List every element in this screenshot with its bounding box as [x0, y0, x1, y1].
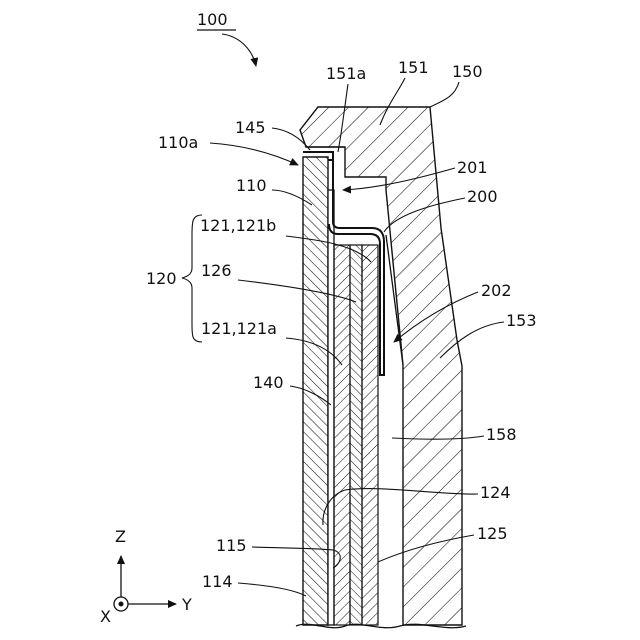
- svg-text:151: 151: [398, 58, 429, 77]
- svg-text:140: 140: [253, 373, 284, 392]
- label-110: 110: [236, 176, 312, 205]
- svg-text:110: 110: [236, 176, 267, 195]
- svg-text:121,121a: 121,121a: [201, 319, 277, 338]
- svg-text:100: 100: [197, 10, 228, 29]
- label-150: 150: [430, 62, 483, 107]
- svg-text:153: 153: [506, 311, 537, 330]
- label-110a: 110a: [158, 133, 298, 165]
- svg-text:115: 115: [216, 536, 247, 555]
- svg-text:151a: 151a: [326, 64, 366, 83]
- svg-text:150: 150: [452, 62, 483, 81]
- svg-text:200: 200: [467, 187, 498, 206]
- svg-text:124: 124: [480, 483, 511, 502]
- layer-140: [328, 190, 334, 625]
- front-panel-110: [303, 157, 328, 625]
- svg-text:201: 201: [457, 158, 488, 177]
- axis-z-label: Z: [115, 527, 126, 546]
- label-120-brace: 120: [146, 215, 202, 342]
- svg-text:126: 126: [201, 261, 232, 280]
- panel-121a: [334, 245, 350, 625]
- svg-text:202: 202: [481, 281, 512, 300]
- svg-text:121,121b: 121,121b: [200, 216, 276, 235]
- axis-y-label: Y: [181, 595, 192, 614]
- svg-text:110a: 110a: [158, 133, 198, 152]
- label-145: 145: [235, 118, 310, 150]
- panel-121b: [362, 245, 378, 625]
- figure-title: 100: [197, 10, 256, 66]
- axis-x-label: X: [100, 607, 111, 626]
- axis-indicator: Z Y X: [100, 527, 192, 626]
- svg-text:114: 114: [202, 572, 233, 591]
- label-114: 114: [202, 572, 306, 596]
- svg-text:158: 158: [486, 425, 517, 444]
- svg-text:125: 125: [477, 524, 508, 543]
- svg-text:145: 145: [235, 118, 266, 137]
- svg-text:120: 120: [146, 269, 177, 288]
